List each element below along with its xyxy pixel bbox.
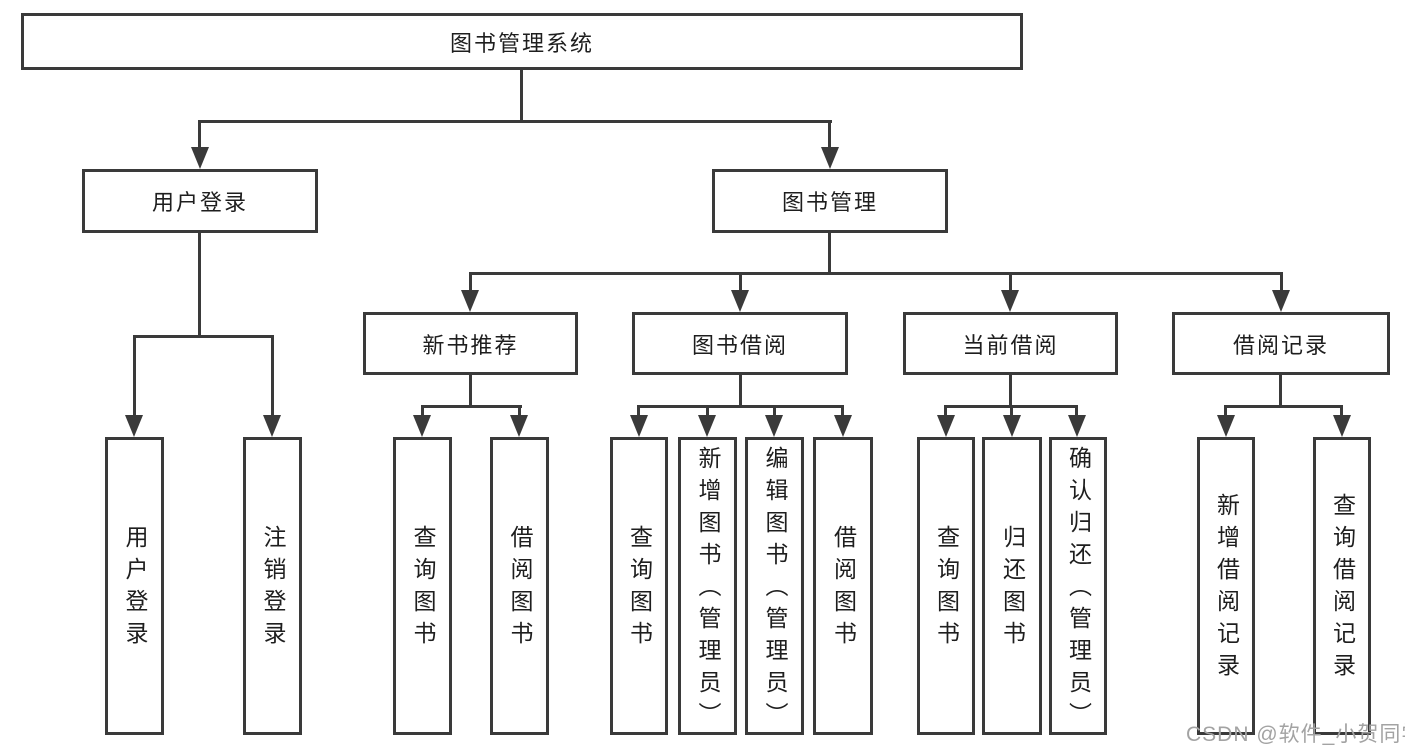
leaf-add-borrow-record: 新增借阅记录 xyxy=(1197,437,1255,735)
arrow-down-icon xyxy=(630,415,648,437)
connector-line xyxy=(1224,405,1342,408)
connector-line xyxy=(1279,375,1282,408)
connector-line xyxy=(739,375,742,408)
connector-line xyxy=(1340,405,1343,417)
connector-line xyxy=(1010,405,1013,417)
connector-line xyxy=(133,335,136,417)
node-user-login: 用户登录 xyxy=(82,169,318,233)
arrow-down-icon xyxy=(765,415,783,437)
arrow-down-icon xyxy=(191,147,209,169)
arrow-down-icon xyxy=(821,147,839,169)
arrow-down-icon xyxy=(263,415,281,437)
connector-line xyxy=(421,405,522,408)
leaf-return-books: 归还图书 xyxy=(982,437,1042,735)
leaf-edit-books-admin: 编辑图书（管理员） xyxy=(745,437,804,735)
connector-line xyxy=(1280,272,1283,292)
arrow-down-icon xyxy=(731,290,749,312)
connector-line xyxy=(773,405,776,417)
arrow-down-icon xyxy=(937,415,955,437)
csdn-watermark: CSDN @软件_小贺同学 xyxy=(1186,723,1405,746)
connector-line xyxy=(637,405,844,408)
arrow-down-icon xyxy=(1333,415,1351,437)
connector-line xyxy=(421,405,424,417)
node-book-borrowing: 图书借阅 xyxy=(632,312,848,375)
connector-line xyxy=(1075,405,1078,417)
connector-line xyxy=(637,405,640,417)
arrow-down-icon xyxy=(1001,290,1019,312)
leaf-query-books-rec: 查询图书 xyxy=(393,437,452,735)
leaf-confirm-return-admin: 确认归还（管理员） xyxy=(1049,437,1107,735)
connector-line xyxy=(469,272,1283,275)
arrow-down-icon xyxy=(698,415,716,437)
connector-line xyxy=(841,405,844,417)
connector-line xyxy=(828,120,831,149)
connector-line xyxy=(198,120,201,149)
leaf-borrow-books-bb: 借阅图书 xyxy=(813,437,873,735)
connector-line xyxy=(1009,375,1012,408)
leaf-add-books-admin: 新增图书（管理员） xyxy=(678,437,737,735)
node-new-book-recommendation: 新书推荐 xyxy=(363,312,578,375)
connector-line xyxy=(198,233,201,338)
connector-line xyxy=(469,375,472,408)
arrow-down-icon xyxy=(1217,415,1235,437)
arrow-down-icon xyxy=(834,415,852,437)
arrow-down-icon xyxy=(1272,290,1290,312)
connector-line xyxy=(133,335,274,338)
connector-line xyxy=(1224,405,1227,417)
node-current-borrowing: 当前借阅 xyxy=(903,312,1118,375)
node-book-management: 图书管理 xyxy=(712,169,948,233)
leaf-query-books-bb: 查询图书 xyxy=(610,437,668,735)
arrow-down-icon xyxy=(510,415,528,437)
connector-line xyxy=(469,272,472,292)
connector-line xyxy=(520,69,523,123)
leaf-user-login: 用户登录 xyxy=(105,437,164,735)
connector-line xyxy=(198,120,832,123)
leaf-logout: 注销登录 xyxy=(243,437,302,735)
leaf-borrow-books-rec: 借阅图书 xyxy=(490,437,549,735)
connector-line xyxy=(739,272,742,292)
node-borrowing-records: 借阅记录 xyxy=(1172,312,1390,375)
connector-line xyxy=(518,405,521,417)
leaf-query-books-cb: 查询图书 xyxy=(917,437,975,735)
arrow-down-icon xyxy=(125,415,143,437)
connector-line xyxy=(706,405,709,417)
arrow-down-icon xyxy=(1068,415,1086,437)
arrow-down-icon xyxy=(461,290,479,312)
connector-line xyxy=(828,233,831,275)
connector-line xyxy=(944,405,947,417)
arrow-down-icon xyxy=(1003,415,1021,437)
arrow-down-icon xyxy=(413,415,431,437)
connector-line xyxy=(1009,272,1012,292)
node-library-system: 图书管理系统 xyxy=(21,13,1023,70)
connector-line xyxy=(271,335,274,417)
leaf-query-borrow-record: 查询借阅记录 xyxy=(1313,437,1371,735)
